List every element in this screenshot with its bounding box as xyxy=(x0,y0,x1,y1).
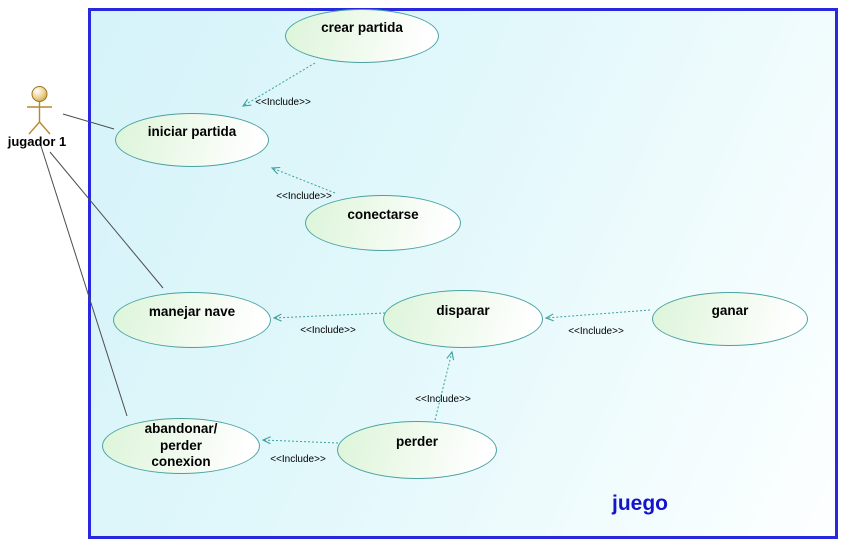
include-label-disparar-manejar: <<Include>> xyxy=(300,325,356,336)
usecase-label: iniciar partida xyxy=(147,123,237,139)
association-line-abandonar xyxy=(39,142,128,417)
usecase-label: conectarse xyxy=(347,206,419,222)
system-name-label: juego xyxy=(612,492,668,515)
usecase-label: crear partida xyxy=(321,19,403,35)
usecase-perder: perder xyxy=(337,421,497,479)
association-lines xyxy=(39,113,164,417)
include-label-conectarse-iniciar: <<Include>> xyxy=(276,191,332,202)
include-arrow-perder-to-abandonar xyxy=(261,436,339,445)
usecase-label: ganar xyxy=(711,302,749,318)
include-arrow-ganar-to-disparar xyxy=(544,309,651,322)
actor-name-label: jugador 1 xyxy=(7,134,67,149)
association-line-iniciar-partida xyxy=(62,113,115,130)
include-arrow-crear-to-iniciar xyxy=(241,62,316,107)
usecase-disparar: disparar xyxy=(383,290,543,348)
actor-body-icon xyxy=(27,101,52,135)
include-arrow-conectarse-to-iniciar xyxy=(270,166,336,194)
usecase-conectarse: conectarse xyxy=(305,195,461,251)
usecase-ganar: ganar xyxy=(652,292,808,346)
include-arrow-disparar-to-manejar xyxy=(272,312,386,322)
usecase-label: abandonar/ perder conexion xyxy=(144,420,218,470)
include-arrow-perder-to-disparar xyxy=(434,350,455,421)
usecase-crear-partida: crear partida xyxy=(285,9,439,63)
usecase-manejar-nave: manejar nave xyxy=(113,292,271,348)
include-label-crear-iniciar: <<Include>> xyxy=(255,97,311,108)
usecase-label: perder xyxy=(395,433,439,449)
include-label-perder-disparar: <<Include>> xyxy=(415,394,471,405)
usecase-label: manejar nave xyxy=(148,303,236,319)
include-label-ganar-disparar: <<Include>> xyxy=(568,326,624,337)
actor-head-icon xyxy=(31,86,48,102)
association-line-manejar-nave xyxy=(49,151,164,289)
usecase-iniciar-partida: iniciar partida xyxy=(115,113,269,167)
actor-figure xyxy=(27,86,52,135)
include-label-perder-abandonar: <<Include>> xyxy=(270,454,326,465)
usecase-label: disparar xyxy=(436,302,490,318)
include-arrows xyxy=(241,62,651,445)
usecase-abandonar-perder-conexion: abandonar/ perder conexion xyxy=(102,418,260,474)
